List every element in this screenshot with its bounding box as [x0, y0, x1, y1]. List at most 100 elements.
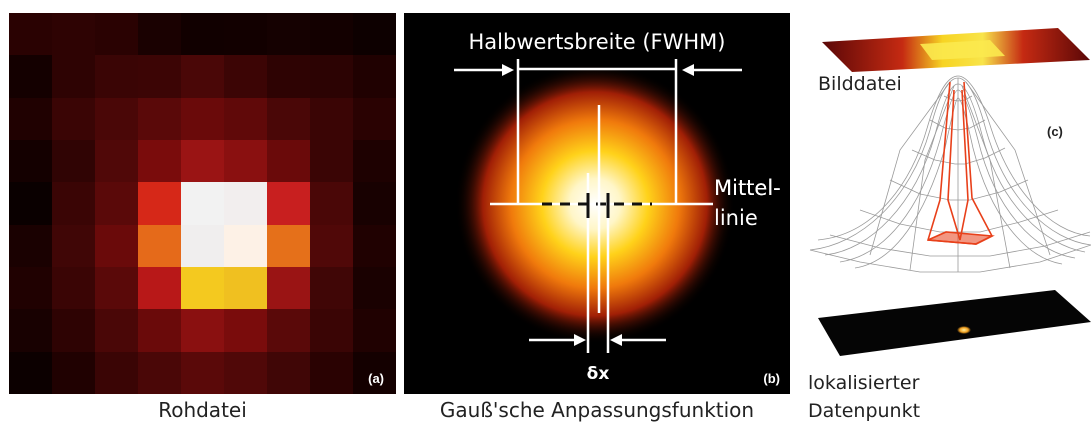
- raw-pixel: [181, 139, 224, 183]
- raw-pixel: [353, 97, 396, 140]
- raw-pixel: [95, 13, 138, 56]
- raw-pixel: [9, 266, 52, 310]
- raw-pixel: [310, 13, 353, 56]
- raw-pixel: [353, 182, 396, 225]
- raw-pixel: [267, 182, 310, 225]
- panel-a-caption: Rohdatei: [158, 398, 247, 422]
- raw-pixel: [224, 224, 267, 267]
- raw-pixel: [310, 139, 353, 183]
- raw-pixel: [181, 55, 224, 98]
- raw-pixel: [224, 139, 267, 183]
- fwhm-arrow-right: [682, 64, 742, 76]
- center-label-line2: linie: [714, 206, 758, 230]
- raw-pixel: [181, 309, 224, 352]
- raw-pixel: [52, 351, 95, 394]
- raw-pixel: [267, 13, 310, 56]
- panel-c-tag: (c): [1047, 124, 1063, 139]
- raw-pixel: [52, 139, 95, 183]
- delta-arrow-right: [610, 334, 666, 346]
- 3d-localization-diagram: [809, 28, 1091, 356]
- raw-pixel: [310, 182, 353, 225]
- raw-pixel: [138, 55, 181, 98]
- raw-pixel: [267, 266, 310, 310]
- raw-pixel: [9, 351, 52, 394]
- raw-pixel: [95, 139, 138, 183]
- raw-pixel: [224, 13, 267, 56]
- fwhm-arrow-left: [454, 64, 514, 76]
- raw-pixel: [353, 55, 396, 98]
- raw-pixel: [353, 224, 396, 267]
- panel-c: Bilddatei (c) lokalisierter Datenpunkt: [800, 0, 1091, 430]
- delta-arrow-left: [529, 334, 586, 346]
- raw-pixel: [224, 309, 267, 352]
- raw-pixel: [9, 309, 52, 352]
- raw-pixel: [181, 182, 224, 225]
- raw-pixel: [310, 97, 353, 140]
- raw-pixel: [224, 182, 267, 225]
- panel-a: (a): [9, 13, 396, 394]
- raw-pixel: [181, 97, 224, 140]
- raw-pixel: [95, 55, 138, 98]
- raw-pixel: [52, 13, 95, 56]
- localized-point-label-line1: lokalisierter: [808, 372, 920, 394]
- panel-b-caption: Gauß'sche Anpassungsfunktion: [439, 398, 755, 422]
- raw-pixel: [95, 351, 138, 394]
- raw-pixel: [52, 309, 95, 352]
- image-plane-center: [920, 40, 1005, 60]
- raw-pixel: [224, 266, 267, 310]
- raw-pixel: [52, 224, 95, 267]
- raw-pixel: [310, 351, 353, 394]
- raw-pixel: [138, 97, 181, 140]
- raw-pixel: [138, 351, 181, 394]
- panel-b-tag: (b): [763, 371, 780, 386]
- gaussian-core: [926, 81, 995, 245]
- localized-point: [957, 326, 971, 334]
- raw-pixel: [353, 351, 396, 394]
- panel-b: Halbwertsbreite (FWHM) δx (b): [404, 13, 790, 394]
- raw-pixel: [224, 351, 267, 394]
- raw-pixel: [138, 266, 181, 310]
- raw-pixel: [95, 182, 138, 225]
- raw-pixel-grid: [9, 13, 396, 394]
- raw-pixel: [138, 182, 181, 225]
- raw-pixel: [267, 309, 310, 352]
- panel-a-tag: (a): [368, 371, 384, 386]
- raw-pixel: [52, 55, 95, 98]
- raw-pixel: [353, 266, 396, 310]
- raw-pixel: [52, 182, 95, 225]
- center-label-line1: Mittel-: [714, 176, 781, 200]
- raw-pixel: [95, 309, 138, 352]
- raw-pixel: [310, 309, 353, 352]
- raw-pixel: [310, 224, 353, 267]
- localized-plane: [818, 290, 1091, 356]
- raw-pixel: [9, 224, 52, 267]
- raw-pixel: [181, 351, 224, 394]
- gaussian-fit-diagram: Halbwertsbreite (FWHM) δx: [454, 30, 742, 384]
- raw-pixel: [52, 97, 95, 140]
- raw-pixel: [95, 266, 138, 310]
- raw-pixel: [9, 182, 52, 225]
- raw-pixel: [224, 97, 267, 140]
- raw-pixel: [181, 224, 224, 267]
- raw-pixel: [52, 266, 95, 310]
- raw-pixel: [267, 224, 310, 267]
- raw-pixel: [138, 13, 181, 56]
- raw-pixel: [267, 55, 310, 98]
- raw-pixel: [267, 139, 310, 183]
- raw-pixel: [310, 55, 353, 98]
- raw-pixel: [138, 309, 181, 352]
- raw-pixel: [310, 266, 353, 310]
- fwhm-label: Halbwertsbreite (FWHM): [469, 30, 726, 54]
- raw-pixel: [9, 139, 52, 183]
- localized-point-label-line2: Datenpunkt: [808, 400, 921, 422]
- raw-pixel: [9, 97, 52, 140]
- raw-pixel: [224, 55, 267, 98]
- gaussian-mesh: [809, 75, 1091, 273]
- raw-pixel: [353, 139, 396, 183]
- raw-pixel: [95, 97, 138, 140]
- raw-pixel: [9, 13, 52, 56]
- raw-pixel: [9, 55, 52, 98]
- fwhm-bracket: [516, 59, 678, 203]
- raw-pixel: [181, 266, 224, 310]
- raw-pixel: [138, 139, 181, 183]
